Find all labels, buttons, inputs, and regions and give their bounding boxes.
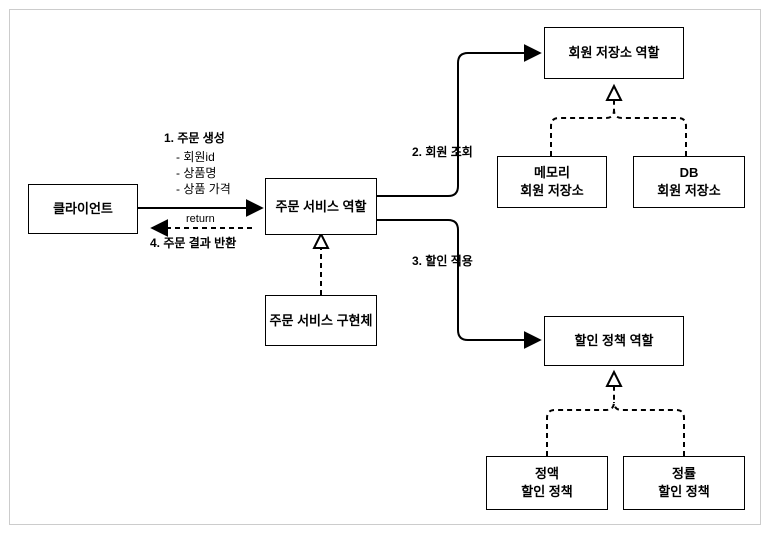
label-member-id: - 회원id <box>176 150 215 164</box>
node-rate-policy: 정률 할인 정책 <box>623 456 745 510</box>
label-create-order: 1. 주문 생성 <box>164 131 225 145</box>
realization-triangle-order-service <box>312 231 330 249</box>
edge-rate-policy-realization <box>613 401 685 456</box>
node-client: 클라이언트 <box>28 184 138 234</box>
edge-member-lookup <box>377 44 542 197</box>
label-return-result: 4. 주문 결과 반환 <box>150 236 237 250</box>
node-member-repo-role: 회원 저장소 역할 <box>544 27 684 79</box>
label-return: return <box>186 213 215 225</box>
node-order-service-impl: 주문 서비스 구현체 <box>265 295 377 346</box>
edge-fixed-policy-realization <box>546 386 615 456</box>
edge-apply-discount <box>377 219 542 349</box>
label-product-name: - 상품명 <box>176 166 217 180</box>
label-apply-discount: 3. 할인 적용 <box>412 254 473 268</box>
edge-memory-repo-realization <box>550 100 615 156</box>
edge-db-repo-realization <box>613 109 687 156</box>
node-discount-policy-role: 할인 정책 역할 <box>544 316 684 366</box>
node-order-service-role: 주문 서비스 역할 <box>265 178 377 235</box>
node-db-member-repo: DB 회원 저장소 <box>633 156 745 208</box>
label-member-lookup: 2. 회원 조회 <box>412 145 473 159</box>
node-memory-member-repo: 메모리 회원 저장소 <box>497 156 607 208</box>
realization-triangle-discount-policy <box>605 369 623 387</box>
node-fixed-amount-policy: 정액 할인 정책 <box>486 456 608 510</box>
label-product-price: - 상품 가격 <box>176 182 231 196</box>
diagram-frame <box>9 9 761 525</box>
realization-triangle-member-repo <box>605 83 623 101</box>
